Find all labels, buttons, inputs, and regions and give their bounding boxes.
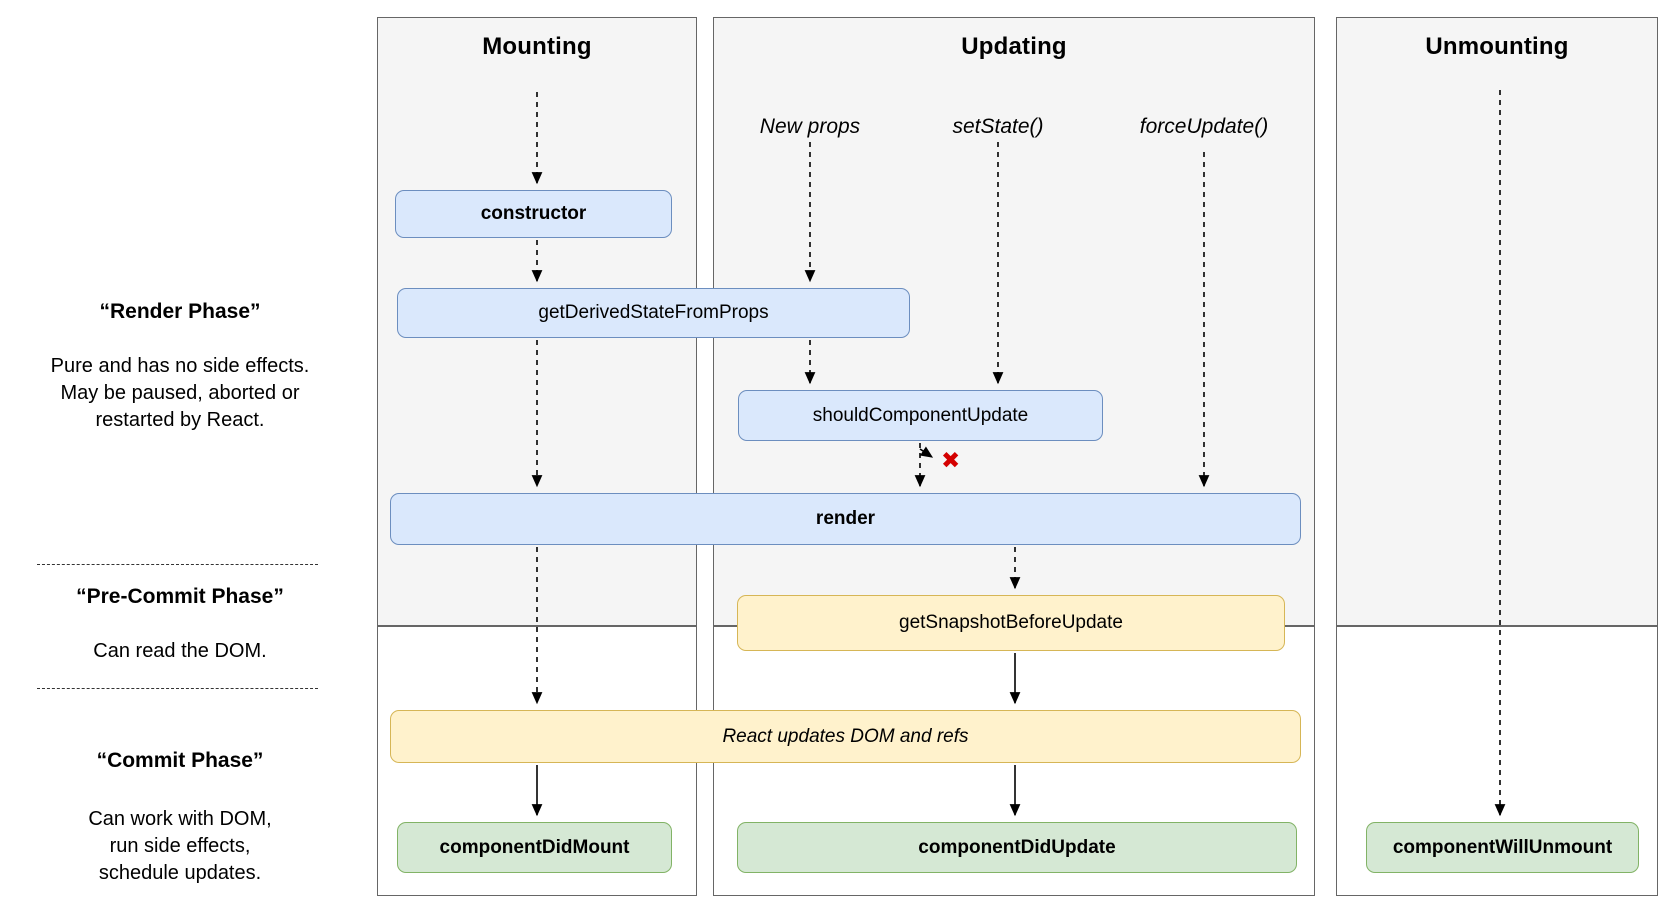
node-get-derived-state-from-props: getDerivedStateFromProps (397, 288, 910, 338)
abort-x-icon: ✖ (941, 447, 961, 473)
node-component-did-mount: componentDidMount (397, 822, 672, 873)
node-constructor: constructor (395, 190, 672, 238)
node-render: render (390, 493, 1301, 545)
node-react-updates-dom-and-refs: React updates DOM and refs (390, 710, 1301, 763)
node-should-component-update: shouldComponentUpdate (738, 390, 1103, 441)
render-phase-description: Pure and has no side effects. May be pau… (50, 355, 310, 431)
node-component-will-unmount: componentWillUnmount (1366, 822, 1639, 873)
trigger-new-props: New props (759, 115, 861, 138)
trigger-set-state: setState() (952, 115, 1044, 138)
phase-separator-bottom (37, 688, 318, 689)
column-title-unmounting: Unmounting (1425, 33, 1569, 60)
column-title-updating: Updating (961, 33, 1067, 60)
commit-phase-description: Can work with DOM, run side effects, sch… (88, 808, 272, 884)
commit-phase-title: “Commit Phase” (96, 749, 264, 772)
node-component-did-update: componentDidUpdate (737, 822, 1297, 873)
unmounting-render-phase-panel (1336, 17, 1658, 626)
phase-separator-top (37, 564, 318, 565)
column-title-mounting: Mounting (482, 33, 592, 60)
pre-commit-phase-description: Can read the DOM. (93, 640, 267, 662)
node-get-snapshot-before-update: getSnapshotBeforeUpdate (737, 595, 1285, 651)
render-phase-title: “Render Phase” (99, 300, 261, 323)
trigger-force-update: forceUpdate() (1139, 115, 1269, 138)
pre-commit-phase-title: “Pre-Commit Phase” (76, 585, 284, 608)
